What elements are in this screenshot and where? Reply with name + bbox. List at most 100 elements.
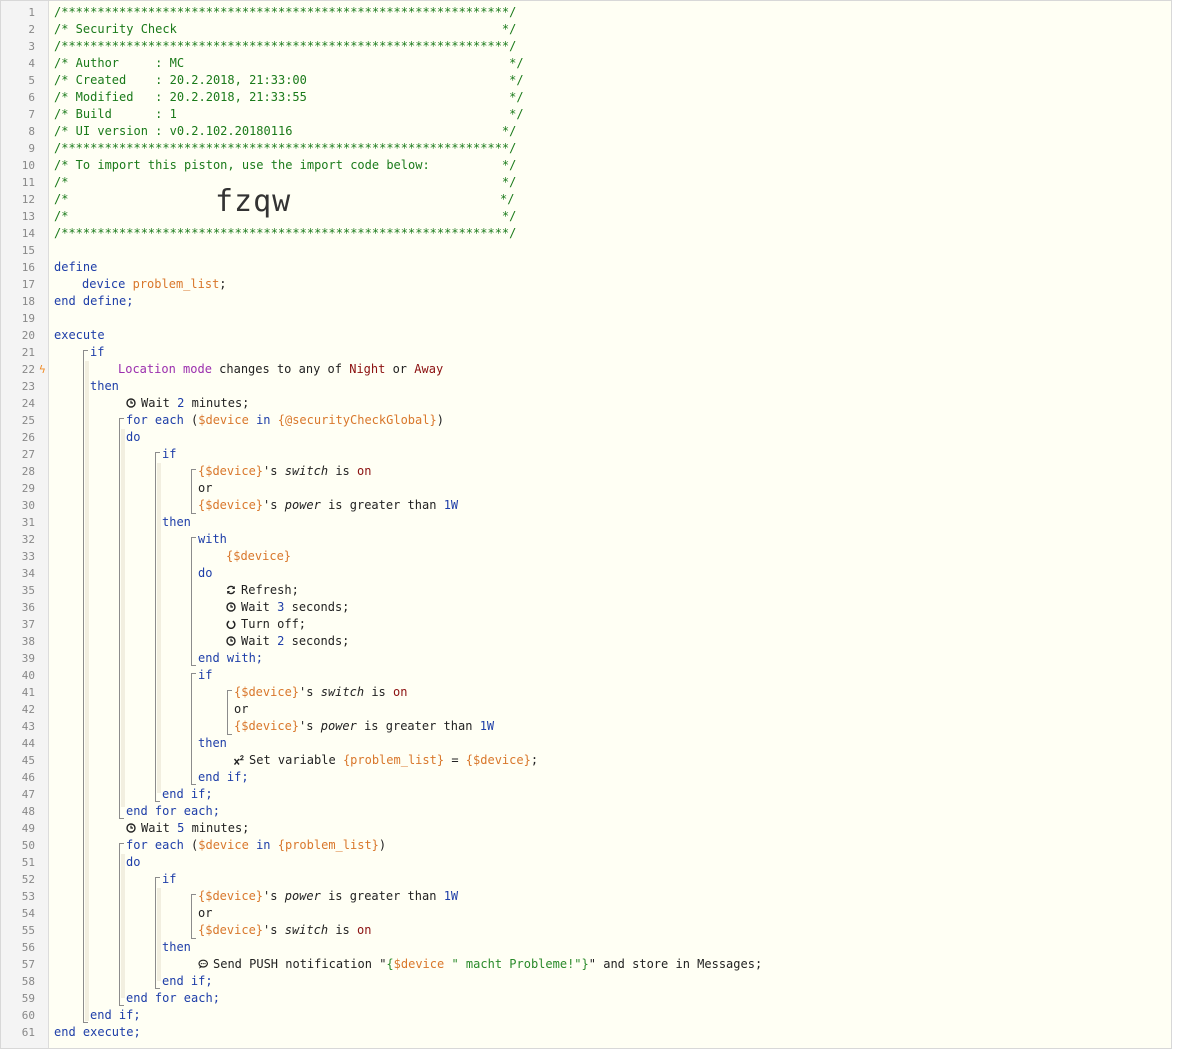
import-code[interactable]: fzqw <box>215 184 292 219</box>
line-number: 46 <box>21 771 35 784</box>
header-border: /***************************************… <box>54 5 517 19</box>
line-number: 36 <box>21 601 35 614</box>
or-operator[interactable]: or <box>234 702 249 716</box>
line-number: 18 <box>21 295 35 308</box>
if-block-bracket <box>191 673 196 785</box>
wait-statement[interactable]: Wait 2 minutes; <box>126 395 249 412</box>
end-if-line[interactable]: end if; <box>198 770 249 784</box>
condition-switch[interactable]: {$device}'s switch is on <box>234 685 408 699</box>
line-number: 44 <box>21 737 35 750</box>
do-line[interactable]: do <box>126 430 141 444</box>
if-statement[interactable]: if <box>162 872 177 886</box>
if-statement[interactable]: if <box>198 668 213 682</box>
turn-off-command[interactable]: Turn off; <box>226 616 306 633</box>
then-line[interactable]: then <box>90 379 119 393</box>
if-statement[interactable]: if <box>162 447 177 461</box>
for-each-statement[interactable]: for each ($device in {@securityCheckGlob… <box>126 413 444 427</box>
do-line[interactable]: do <box>198 566 213 580</box>
line-number: 14 <box>21 227 35 240</box>
condition-group-bracket <box>191 894 196 939</box>
then-line[interactable]: then <box>162 940 191 954</box>
or-operator[interactable]: or <box>198 906 213 920</box>
with-statement[interactable]: with <box>198 532 227 546</box>
line-number: 34 <box>21 567 35 580</box>
condition-power[interactable]: {$device}'s power is greater than 1W <box>198 889 459 903</box>
speech-bubble-icon <box>198 959 208 969</box>
condition-group-bracket <box>227 690 232 735</box>
line-number: 37 <box>21 618 35 631</box>
end-for-each-line[interactable]: end for each; <box>126 804 220 818</box>
line-number: 2 <box>28 23 35 36</box>
line-number: 28 <box>21 465 35 478</box>
with-device[interactable]: {$device} <box>226 549 292 563</box>
for-each-statement[interactable]: for each ($device in {problem_list}) <box>126 838 387 852</box>
line-number: 49 <box>21 822 35 835</box>
header-blank-left: /* <box>54 192 69 206</box>
line-number: 21 <box>21 346 35 359</box>
refresh-command[interactable]: Refresh; <box>226 582 299 599</box>
condition-power[interactable]: {$device}'s power is greater than 1W <box>234 719 495 733</box>
line-number: 55 <box>21 924 35 937</box>
do-line[interactable]: do <box>126 855 141 869</box>
execute-line[interactable]: execute <box>54 328 105 342</box>
wait-statement[interactable]: Wait 5 minutes; <box>126 820 249 837</box>
line-number: 39 <box>21 652 35 665</box>
set-variable-statement[interactable]: Set variable {problem_list} = {$device}; <box>234 752 538 769</box>
line-number: 13 <box>21 210 35 223</box>
send-push-statement[interactable]: Send PUSH notification "{$device " macht… <box>198 956 762 973</box>
line-number: 61 <box>21 1026 35 1039</box>
line-number: 6 <box>28 91 35 104</box>
line-number: 38 <box>21 635 35 648</box>
line-number: 19 <box>21 312 35 325</box>
line-number: 51 <box>21 856 35 869</box>
header-blank: /* */ <box>54 175 517 189</box>
line-number: 57 <box>21 958 35 971</box>
line-number: 27 <box>21 448 35 461</box>
header-border: /***************************************… <box>54 226 517 240</box>
line-number: 33 <box>21 550 35 563</box>
line-number: 26 <box>21 431 35 444</box>
then-line[interactable]: then <box>198 736 227 750</box>
condition-switch[interactable]: {$device}'s switch is on <box>198 464 372 478</box>
line-number: 53 <box>21 890 35 903</box>
wait-statement[interactable]: Wait 2 seconds; <box>226 633 349 650</box>
superscript-icon <box>234 755 244 765</box>
if-statement[interactable]: if <box>90 345 105 359</box>
define-line[interactable]: define <box>54 260 98 274</box>
line-number: 7 <box>28 108 35 121</box>
clock-icon <box>226 636 236 646</box>
indent-guide <box>85 361 89 1021</box>
end-define-line[interactable]: end define; <box>54 294 134 308</box>
end-if-line[interactable]: end if; <box>162 974 213 988</box>
trigger-condition[interactable]: Location mode changes to any of Night or… <box>118 362 444 376</box>
line-number: 43 <box>21 720 35 733</box>
line-number: 5 <box>28 74 35 87</box>
device-declaration[interactable]: device problem_list; <box>82 277 227 291</box>
line-number: 29 <box>21 482 35 495</box>
header-border: /***************************************… <box>54 39 517 53</box>
line-number: 48 <box>21 805 35 818</box>
wait-statement[interactable]: Wait 3 seconds; <box>226 599 349 616</box>
line-number: 42 <box>21 703 35 716</box>
then-line[interactable]: then <box>162 515 191 529</box>
for-each-bracket <box>119 418 124 819</box>
clock-icon <box>126 398 136 408</box>
condition-group-bracket <box>191 469 196 514</box>
end-with-line[interactable]: end with; <box>198 651 264 665</box>
for-each-bracket <box>119 843 124 1006</box>
end-if-line[interactable]: end if; <box>90 1008 141 1022</box>
or-operator[interactable]: or <box>198 481 213 495</box>
line-number: 20 <box>21 329 35 342</box>
line-number: 50 <box>21 839 35 852</box>
condition-power[interactable]: {$device}'s power is greater than 1W <box>198 498 459 512</box>
line-number: 24 <box>21 397 35 410</box>
end-for-each-line[interactable]: end for each; <box>126 991 220 1005</box>
condition-switch[interactable]: {$device}'s switch is on <box>198 923 372 937</box>
end-execute-line[interactable]: end execute; <box>54 1025 141 1039</box>
line-number: 11 <box>21 176 35 189</box>
if-block-bracket <box>155 877 160 989</box>
indent-guide <box>121 429 125 807</box>
end-if-line[interactable]: end if; <box>162 787 213 801</box>
line-number: 4 <box>28 57 35 70</box>
line-number: 30 <box>21 499 35 512</box>
